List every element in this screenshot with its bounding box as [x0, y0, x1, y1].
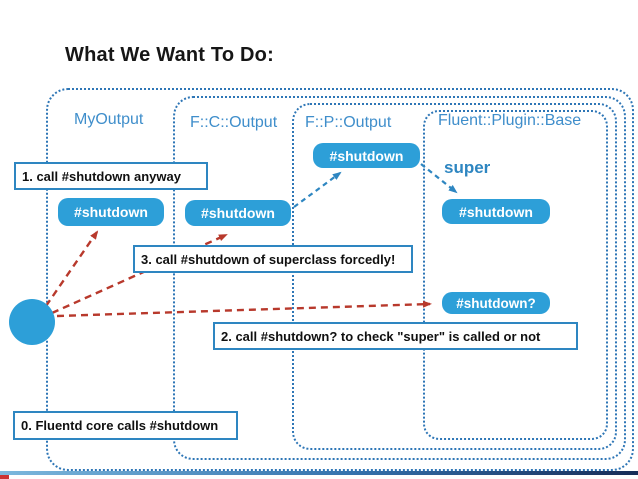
node-fp-output-shutdown: #shutdown	[313, 143, 420, 168]
red-arrow-core-to-shutdown-q	[56, 300, 432, 318]
annotation-step1: 1. call #shutdown anyway	[14, 162, 208, 190]
annotation-step3: 3. call #shutdown of superclass forcedly…	[133, 245, 413, 273]
container-fc-output	[173, 96, 626, 460]
blue-arrow-fp-to-base-shutdown	[420, 163, 458, 194]
container-myoutput	[46, 88, 634, 471]
fluentd-core-circle	[9, 299, 55, 345]
footer-accent	[0, 475, 9, 479]
super-call-label: super	[444, 158, 491, 177]
class-label-plugin-base: Fluent::Plugin::Base	[438, 112, 582, 129]
slide-title: What We Want To Do:	[65, 44, 274, 66]
annotation-step0: 0. Fluentd core calls #shutdown	[13, 411, 238, 440]
class-label-fp-output: F::P::Output	[305, 114, 392, 131]
container-plugin-base	[423, 110, 608, 440]
container-fp-output	[292, 103, 617, 450]
node-myoutput-shutdown: #shutdown	[58, 198, 164, 226]
node-plugin-base-shutdown: #shutdown	[442, 199, 550, 224]
node-fc-output-shutdown: #shutdown	[185, 200, 291, 226]
class-label-fc-output: F::C::Output	[190, 114, 278, 131]
annotation-step2: 2. call #shutdown? to check "super" is c…	[213, 322, 578, 350]
footer-divider	[0, 471, 638, 475]
blue-arrow-fc-to-fp-shutdown	[293, 171, 342, 208]
class-label-myoutput: MyOutput	[74, 111, 144, 128]
red-arrow-core-to-my-shutdown	[45, 230, 99, 307]
node-plugin-base-shutdown-question: #shutdown?	[442, 292, 550, 314]
